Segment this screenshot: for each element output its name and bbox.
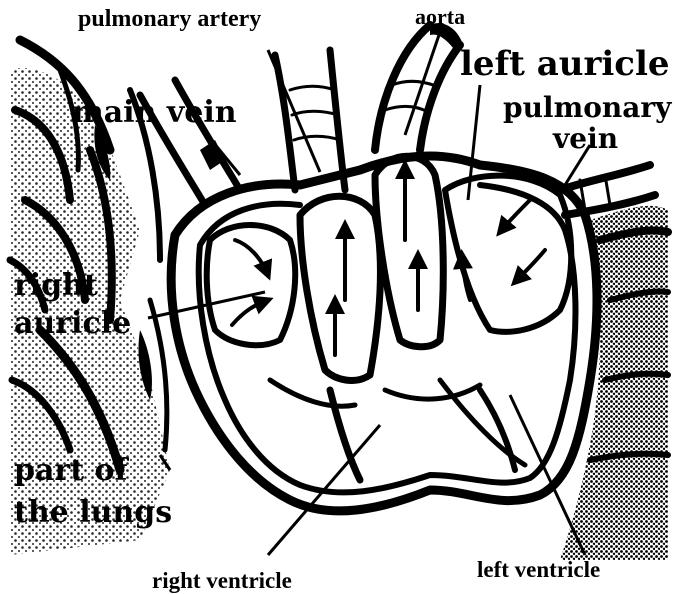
label-left-ventricle: left ventricle xyxy=(477,557,600,582)
label-lungs-line1: part of xyxy=(14,453,130,488)
heart-body xyxy=(171,156,597,511)
label-pulmonary-artery: pulmonary artery xyxy=(78,6,261,32)
leader-left-ventricle xyxy=(510,395,585,555)
label-pulmonary-vein-line1: pulmonary xyxy=(503,91,672,124)
arrow-icon xyxy=(232,300,268,325)
arrow-icon xyxy=(515,250,545,282)
lungs-tissue-right xyxy=(560,206,668,560)
arrow-icon xyxy=(235,240,268,275)
label-main-vein: main vein xyxy=(72,95,237,130)
arrow-icon xyxy=(500,200,530,232)
label-right-auricle-line2: auricle xyxy=(14,306,131,341)
blood-flow-arrows xyxy=(232,165,545,355)
aorta-vessel xyxy=(375,23,462,150)
label-right-auricle-line1: right xyxy=(14,268,98,303)
label-left-auricle: left auricle xyxy=(460,44,670,84)
label-aorta: aorta xyxy=(415,4,465,29)
label-right-ventricle: right ventricle xyxy=(152,568,292,593)
label-lungs-line2: the lungs xyxy=(14,495,172,530)
pulmonary-artery-vessel xyxy=(275,50,345,190)
label-pulmonary-vein-line2: vein xyxy=(552,122,618,155)
